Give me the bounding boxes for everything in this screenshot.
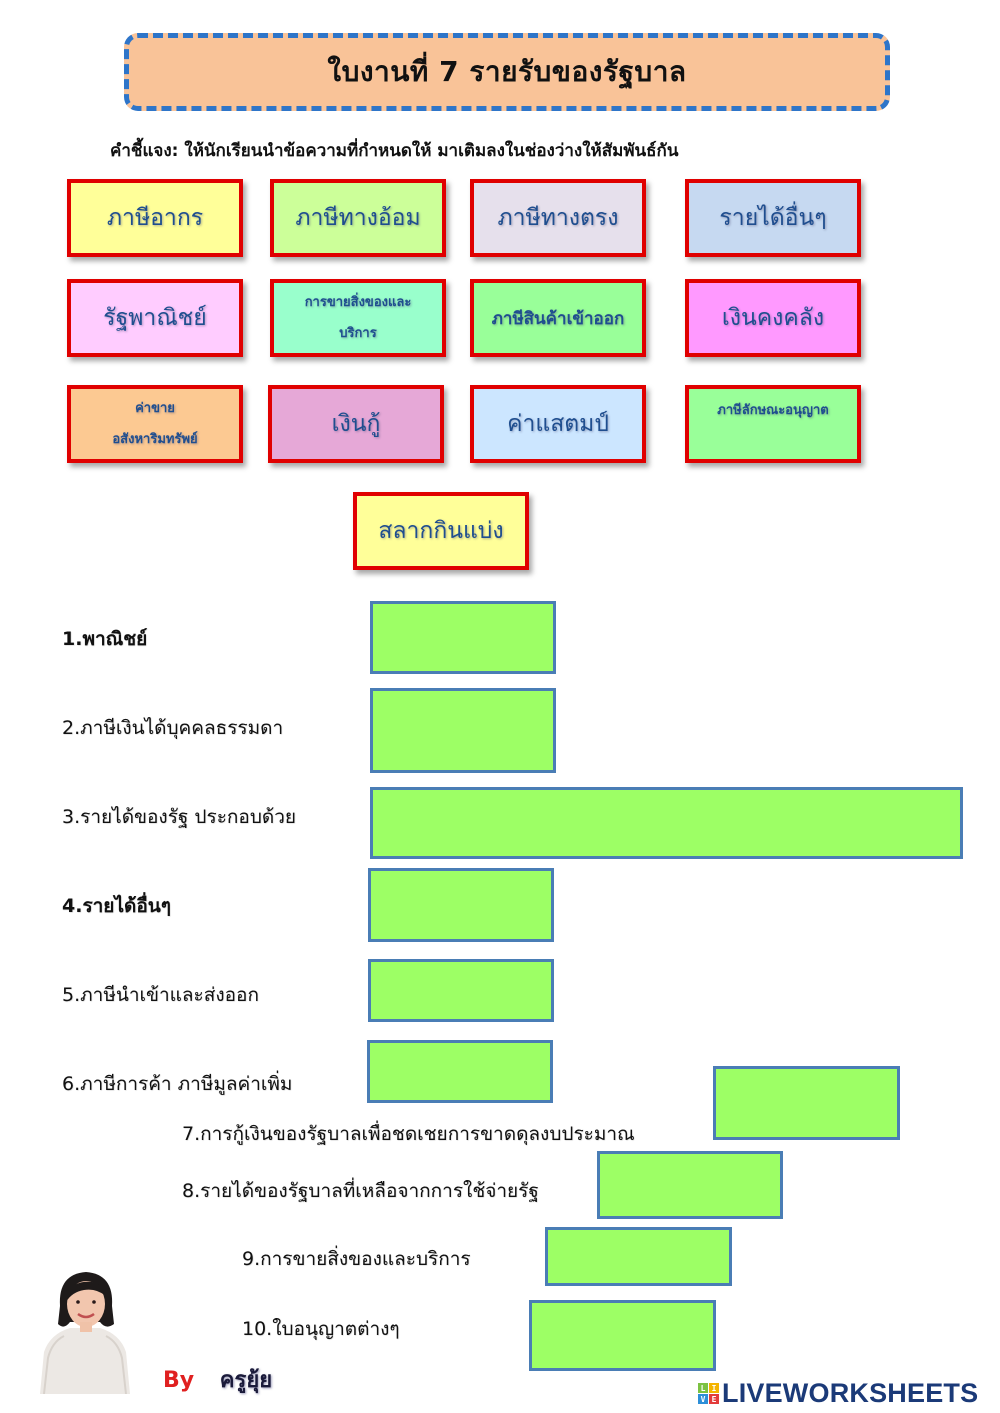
word-card-label: ภาษีลักษณะอนุญาต xyxy=(717,403,829,418)
question-label: 5.ภาษีนำเข้าและส่งออก xyxy=(62,984,259,1006)
instructions-text: คำชี้แจง: ให้นักเรียนนำข้อความที่กำหนดให… xyxy=(110,141,679,161)
logo-tile: I xyxy=(709,1383,719,1393)
author-photo-icon xyxy=(30,1262,140,1394)
word-card-label: ภาษีทางอ้อม xyxy=(295,205,421,231)
answer-drop-box-8[interactable] xyxy=(597,1151,783,1219)
word-card[interactable]: รายได้อื่นๆ xyxy=(685,179,861,257)
word-card-label: ภาษีทางตรง xyxy=(497,205,619,231)
word-card[interactable]: ภาษีทางอ้อม xyxy=(270,179,446,257)
logo-tile: E xyxy=(709,1394,719,1404)
question-label: 9.การขายสิ่งของและบริการ xyxy=(242,1248,471,1270)
word-card[interactable]: ภาษีอากร xyxy=(67,179,243,257)
word-card-label: ค่าแสตมป์ xyxy=(507,411,609,437)
word-card-label: สลากกินแบ่ง xyxy=(378,518,504,544)
answer-drop-box-6[interactable] xyxy=(367,1040,553,1103)
word-card-label: อสังหาริมทรัพย์ xyxy=(112,432,198,447)
logo-tile: V xyxy=(698,1394,708,1404)
question-label: 8.รายได้ของรัฐบาลที่เหลือจากการใช้จ่ายรั… xyxy=(182,1180,539,1202)
author-name: ครูยุ้ย xyxy=(219,1368,273,1393)
brand-name: LIVEWORKSHEETS xyxy=(722,1378,979,1408)
word-card-label: การขายสิ่งของและ xyxy=(304,294,412,310)
author-byline: By ครูยุ้ย xyxy=(163,1362,272,1397)
word-card[interactable]: การขายสิ่งของและ บริการ xyxy=(270,279,446,357)
answer-drop-box-10[interactable] xyxy=(529,1300,716,1371)
word-card-label: รัฐพาณิชย์ xyxy=(103,305,207,331)
answer-drop-box-1[interactable] xyxy=(370,601,556,674)
word-card[interactable]: ค่าแสตมป์ xyxy=(470,385,646,463)
word-card[interactable]: ค่าขาย อสังหาริมทรัพย์ xyxy=(67,385,243,463)
answer-drop-box-4[interactable] xyxy=(368,868,554,942)
liveworksheets-logo-icon: L I V E xyxy=(698,1383,719,1404)
word-card-label: ค่าขาย xyxy=(135,400,175,416)
liveworksheets-brand[interactable]: L I V E LIVEWORKSHEETS xyxy=(698,1378,978,1409)
answer-drop-box-9[interactable] xyxy=(545,1227,732,1286)
word-card[interactable]: รัฐพาณิชย์ xyxy=(67,279,243,357)
word-card[interactable]: ภาษีลักษณะอนุญาต xyxy=(685,385,861,463)
word-card-label: เงินคงคลัง xyxy=(721,305,825,331)
author-avatar xyxy=(30,1262,140,1394)
word-card[interactable]: ภาษีทางตรง xyxy=(470,179,646,257)
word-card[interactable]: เงินกู้ xyxy=(268,385,444,463)
question-label: 3.รายได้ของรัฐ ประกอบด้วย xyxy=(62,806,297,828)
question-label: 10.ใบอนุญาตต่างๆ xyxy=(242,1318,400,1340)
title-banner: ใบงานที่ 7 รายรับของรัฐบาล xyxy=(124,33,890,111)
logo-tile: L xyxy=(698,1383,708,1393)
by-label: By xyxy=(163,1368,195,1393)
word-card[interactable]: สลากกินแบ่ง xyxy=(353,492,529,570)
word-card-label: ภาษีอากร xyxy=(106,205,204,231)
word-card-label: รายได้อื่นๆ xyxy=(719,205,827,231)
page-title: ใบงานที่ 7 รายรับของรัฐบาล xyxy=(327,55,687,88)
answer-drop-box-7[interactable] xyxy=(713,1066,900,1140)
answer-drop-box-2[interactable] xyxy=(370,688,556,773)
question-label: 6.ภาษีการค้า ภาษีมูลค่าเพิ่ม xyxy=(62,1073,293,1095)
answer-drop-box-5[interactable] xyxy=(368,959,554,1022)
question-label: 7.การกู้เงินของรัฐบาลเพื่อชดเชยการขาดดุล… xyxy=(182,1123,635,1145)
question-label: 4.รายได้อื่นๆ xyxy=(62,895,171,917)
answer-drop-box-3[interactable] xyxy=(370,787,963,859)
word-card-label: บริการ xyxy=(339,326,377,341)
word-card[interactable]: เงินคงคลัง xyxy=(685,279,861,357)
word-card-label: ภาษีสินค้าเข้าออก xyxy=(491,308,625,329)
question-label: 1.พาณิชย์ xyxy=(62,628,148,650)
word-card-label: เงินกู้ xyxy=(331,411,381,437)
word-card[interactable]: ภาษีสินค้าเข้าออก xyxy=(470,279,646,357)
question-label: 2.ภาษีเงินได้บุคคลธรรมดา xyxy=(62,717,284,739)
